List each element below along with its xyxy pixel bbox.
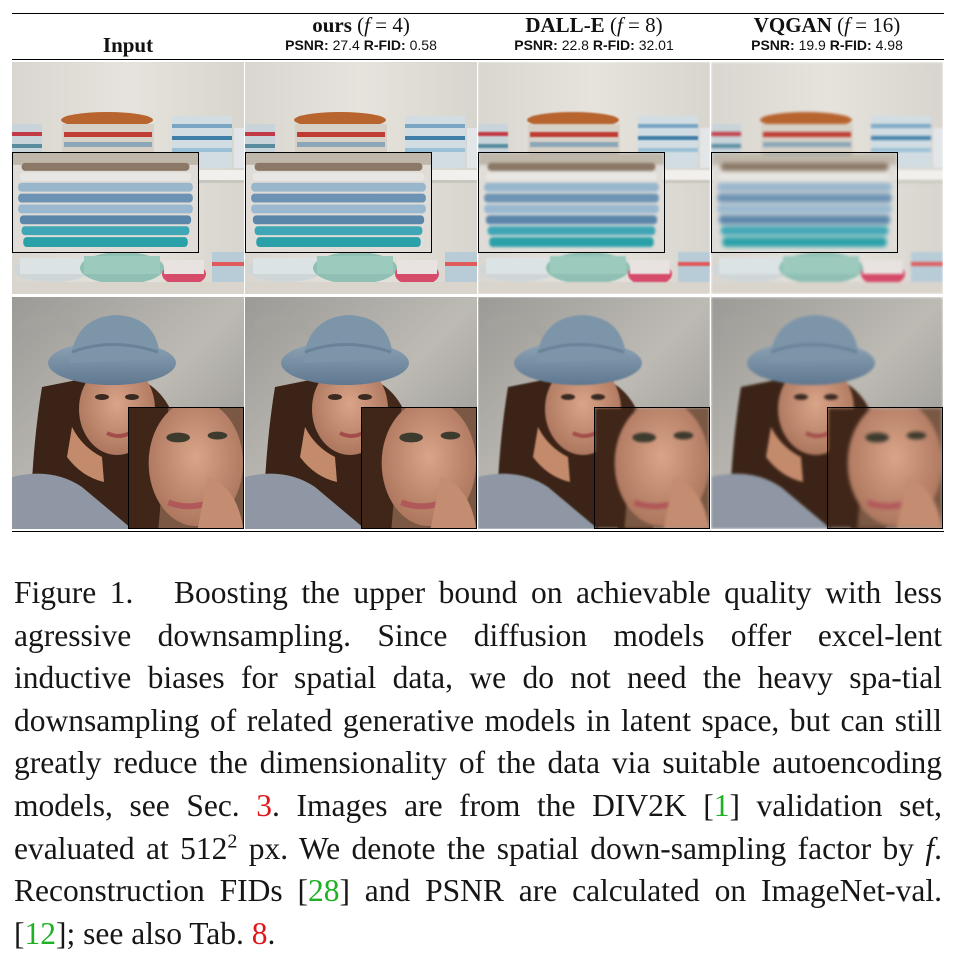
bottom-rule — [12, 531, 944, 532]
column-title-dalle: DALL-E (f = 8) — [525, 13, 663, 37]
top-rule — [12, 13, 944, 14]
portrait-vqgan-zoom-inset — [827, 407, 943, 529]
caption-paragraph: Figure 1. Boosting the upper bound on ac… — [14, 575, 943, 951]
metrics-vqgan: PSNR: 19.9 R-FID: 4.98 — [751, 37, 903, 53]
portrait-dalle-zoom-inset — [594, 407, 710, 529]
ref-section-link[interactable]: 3 — [256, 787, 273, 823]
column-title-input: Input — [12, 33, 244, 58]
plates-input-zoom-inset — [12, 152, 199, 253]
metrics-ours: PSNR: 27.4 R-FID: 0.58 — [285, 37, 437, 53]
column-header-ours: ours (f = 4) PSNR: 27.4 R-FID: 0.58 — [245, 14, 477, 58]
column-title-ours: ours (f = 4) — [312, 13, 410, 37]
header-rule — [12, 59, 944, 60]
portrait-ours-zoom-inset — [361, 407, 477, 529]
metrics-dalle: PSNR: 22.8 R-FID: 32.01 — [514, 37, 674, 53]
plates-vqgan-zoom-inset — [711, 152, 898, 253]
ref-fid-link[interactable]: 28 — [307, 873, 340, 909]
column-title-vqgan: VQGAN (f = 16) — [753, 13, 901, 37]
input-title-text: Input — [102, 33, 154, 57]
plates-dalle-zoom-inset — [478, 152, 665, 253]
figure-caption: Figure 1. Boosting the upper bound on ac… — [14, 572, 942, 955]
column-header-dalle: DALL-E (f = 8) PSNR: 22.8 R-FID: 32.01 — [478, 14, 710, 58]
portrait-input-zoom-inset — [128, 407, 244, 529]
caption-label: Figure 1. — [14, 575, 134, 610]
column-header-vqgan: VQGAN (f = 16) PSNR: 19.9 R-FID: 4.98 — [711, 14, 943, 58]
ref-div2k-link[interactable]: 1 — [713, 787, 730, 823]
ref-imagenet-link[interactable]: 12 — [24, 915, 57, 951]
ref-table-link[interactable]: 8 — [251, 915, 268, 951]
plates-ours-zoom-inset — [245, 152, 432, 253]
